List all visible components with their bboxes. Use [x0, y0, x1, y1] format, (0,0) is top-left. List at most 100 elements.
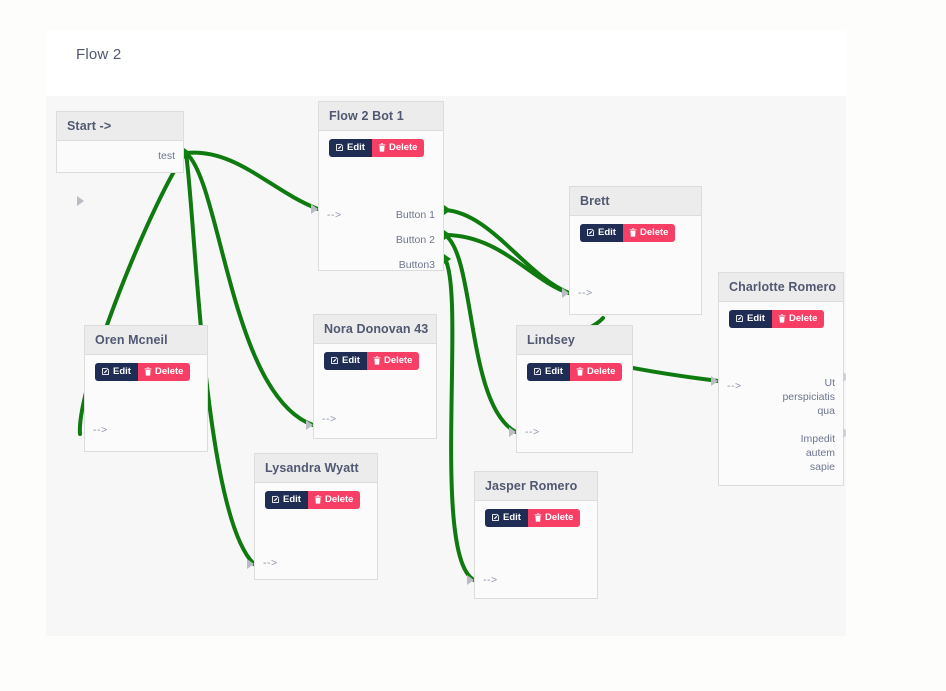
node-jasper-romero-body: Edit Delete -->	[475, 501, 597, 596]
edit-button-label: Edit	[283, 494, 301, 505]
node-charlotte-romero-actions: Edit Delete	[719, 302, 843, 328]
pencil-square-icon	[533, 367, 542, 376]
node-oren-mcneil[interactable]: Oren Mcneil Edit	[84, 325, 208, 452]
port-arrow-start-test	[184, 148, 191, 158]
node-oren-mcneil-actions: Edit Delete	[85, 355, 207, 381]
node-charlotte-romero[interactable]: Charlotte Romero Edit	[718, 272, 844, 486]
edit-button-label: Edit	[747, 313, 765, 324]
edit-button[interactable]: Edit	[265, 491, 308, 509]
edit-button[interactable]: Edit	[95, 363, 138, 381]
port-arrow-button-2	[444, 230, 451, 240]
port-in-lysandra-wyatt[interactable]: -->	[263, 557, 278, 569]
edge-button2-to-brett	[443, 233, 571, 295]
page-title: Flow 2	[76, 46, 122, 63]
flow-header-panel: Flow 2	[46, 30, 846, 96]
edit-button[interactable]: Edit	[527, 363, 570, 381]
node-lindsey-title: Lindsey	[517, 326, 632, 355]
trash-icon	[534, 513, 542, 522]
edit-button-label: Edit	[342, 355, 360, 366]
edge-lindsey-to-charlotte	[631, 366, 720, 383]
delete-button[interactable]: Delete	[527, 509, 581, 527]
port-out-button-3[interactable]: Button3	[398, 259, 435, 271]
node-start[interactable]: Start -> test	[56, 111, 184, 173]
trash-icon	[778, 314, 786, 323]
delete-button[interactable]: Delete	[307, 491, 361, 509]
edit-button-label: Edit	[113, 366, 131, 377]
node-lysandra-wyatt-body: Edit Delete -->	[255, 483, 377, 577]
node-nora-donovan-title: Nora Donovan 43	[314, 315, 436, 344]
delete-button-label: Delete	[788, 313, 818, 324]
node-jasper-romero-actions: Edit Delete	[475, 501, 597, 527]
edit-button[interactable]: Edit	[329, 139, 372, 157]
port-out-line: perspiciatis	[782, 391, 835, 403]
trash-icon	[144, 367, 152, 376]
port-arrow-jasper-in	[467, 575, 474, 585]
delete-button[interactable]: Delete	[569, 363, 623, 381]
port-arrow-charlotte-in	[711, 376, 718, 386]
delete-button-label: Delete	[154, 366, 184, 377]
delete-button[interactable]: Delete	[622, 224, 676, 242]
port-in-jasper-romero[interactable]: -->	[483, 574, 498, 586]
port-arrow-lindsey-in	[509, 427, 516, 437]
port-in-lindsey[interactable]: -->	[525, 426, 540, 438]
port-out-line: sapie	[809, 461, 835, 473]
node-lindsey[interactable]: Lindsey Edit	[516, 325, 633, 453]
port-out-test[interactable]: test	[158, 150, 175, 162]
delete-button[interactable]: Delete	[137, 363, 191, 381]
port-in-brett[interactable]: -->	[578, 287, 593, 299]
node-jasper-romero[interactable]: Jasper Romero Edit	[474, 471, 598, 599]
port-out-button-1[interactable]: Button 1	[395, 209, 435, 221]
pencil-square-icon	[101, 367, 110, 376]
delete-button[interactable]: Delete	[371, 139, 425, 157]
port-arrow-button-3	[444, 254, 451, 264]
node-nora-donovan-actions: Edit Delete	[314, 344, 436, 370]
port-out-ut-perspiciatis-qua[interactable]: Ut perspiciatis qua	[782, 376, 835, 418]
port-out-impedit-autem-sapie[interactable]: Impedit autem sapie	[801, 432, 835, 474]
edit-button[interactable]: Edit	[485, 509, 528, 527]
delete-button[interactable]: Delete	[771, 310, 825, 328]
port-in-charlotte-romero[interactable]: -->	[727, 380, 742, 392]
node-lysandra-wyatt[interactable]: Lysandra Wyatt Edit	[254, 453, 378, 580]
node-lysandra-wyatt-title: Lysandra Wyatt	[255, 454, 377, 483]
node-lindsey-actions: Edit Delete	[517, 355, 632, 381]
node-brett[interactable]: Brett Edit	[569, 186, 702, 315]
flow-canvas[interactable]: Start -> test Flow 2 Bot 1	[46, 96, 846, 636]
edit-button-label: Edit	[598, 227, 616, 238]
node-lysandra-wyatt-actions: Edit Delete	[255, 483, 377, 509]
delete-button-label: Delete	[639, 227, 669, 238]
node-start-title: Start ->	[57, 112, 183, 141]
pencil-square-icon	[735, 314, 744, 323]
node-nora-donovan[interactable]: Nora Donovan 43 Edit	[313, 314, 437, 439]
node-brett-body: Edit Delete -->	[570, 216, 701, 312]
port-out-button-2[interactable]: Button 2	[395, 234, 435, 246]
edit-button[interactable]: Edit	[324, 352, 367, 370]
node-flow2bot1-title: Flow 2 Bot 1	[319, 102, 443, 131]
node-brett-actions: Edit Delete	[570, 216, 701, 242]
delete-button[interactable]: Delete	[366, 352, 420, 370]
trash-icon	[576, 367, 584, 376]
pencil-square-icon	[271, 495, 280, 504]
node-oren-mcneil-body: Edit Delete -->	[85, 355, 207, 449]
edit-button-label: Edit	[503, 512, 521, 523]
trash-icon	[373, 356, 381, 365]
pencil-square-icon	[491, 513, 500, 522]
edge-button3-to-jasper	[443, 257, 476, 582]
edit-button[interactable]: Edit	[729, 310, 772, 328]
node-charlotte-romero-body: Edit Delete --> Ut perspiciatis	[719, 302, 843, 483]
trash-icon	[629, 228, 637, 237]
edit-button-label: Edit	[347, 142, 365, 153]
port-out-line: Impedit	[800, 433, 835, 445]
port-in-oren-mcneil[interactable]: -->	[93, 424, 108, 436]
delete-button-label: Delete	[586, 366, 616, 377]
port-in-flow2bot1[interactable]: -->	[327, 209, 342, 221]
port-in-nora-donovan[interactable]: -->	[322, 413, 337, 425]
port-arrow-lysandra-in	[247, 559, 254, 569]
node-nora-donovan-body: Edit Delete -->	[314, 344, 436, 436]
pencil-square-icon	[586, 228, 595, 237]
edit-button[interactable]: Edit	[580, 224, 623, 242]
edge-start-to-flow2bot1	[184, 150, 320, 211]
node-flow2bot1[interactable]: Flow 2 Bot 1 Edit	[318, 101, 444, 271]
port-out-line: Ut	[824, 377, 836, 389]
node-start-body: test	[57, 141, 183, 170]
